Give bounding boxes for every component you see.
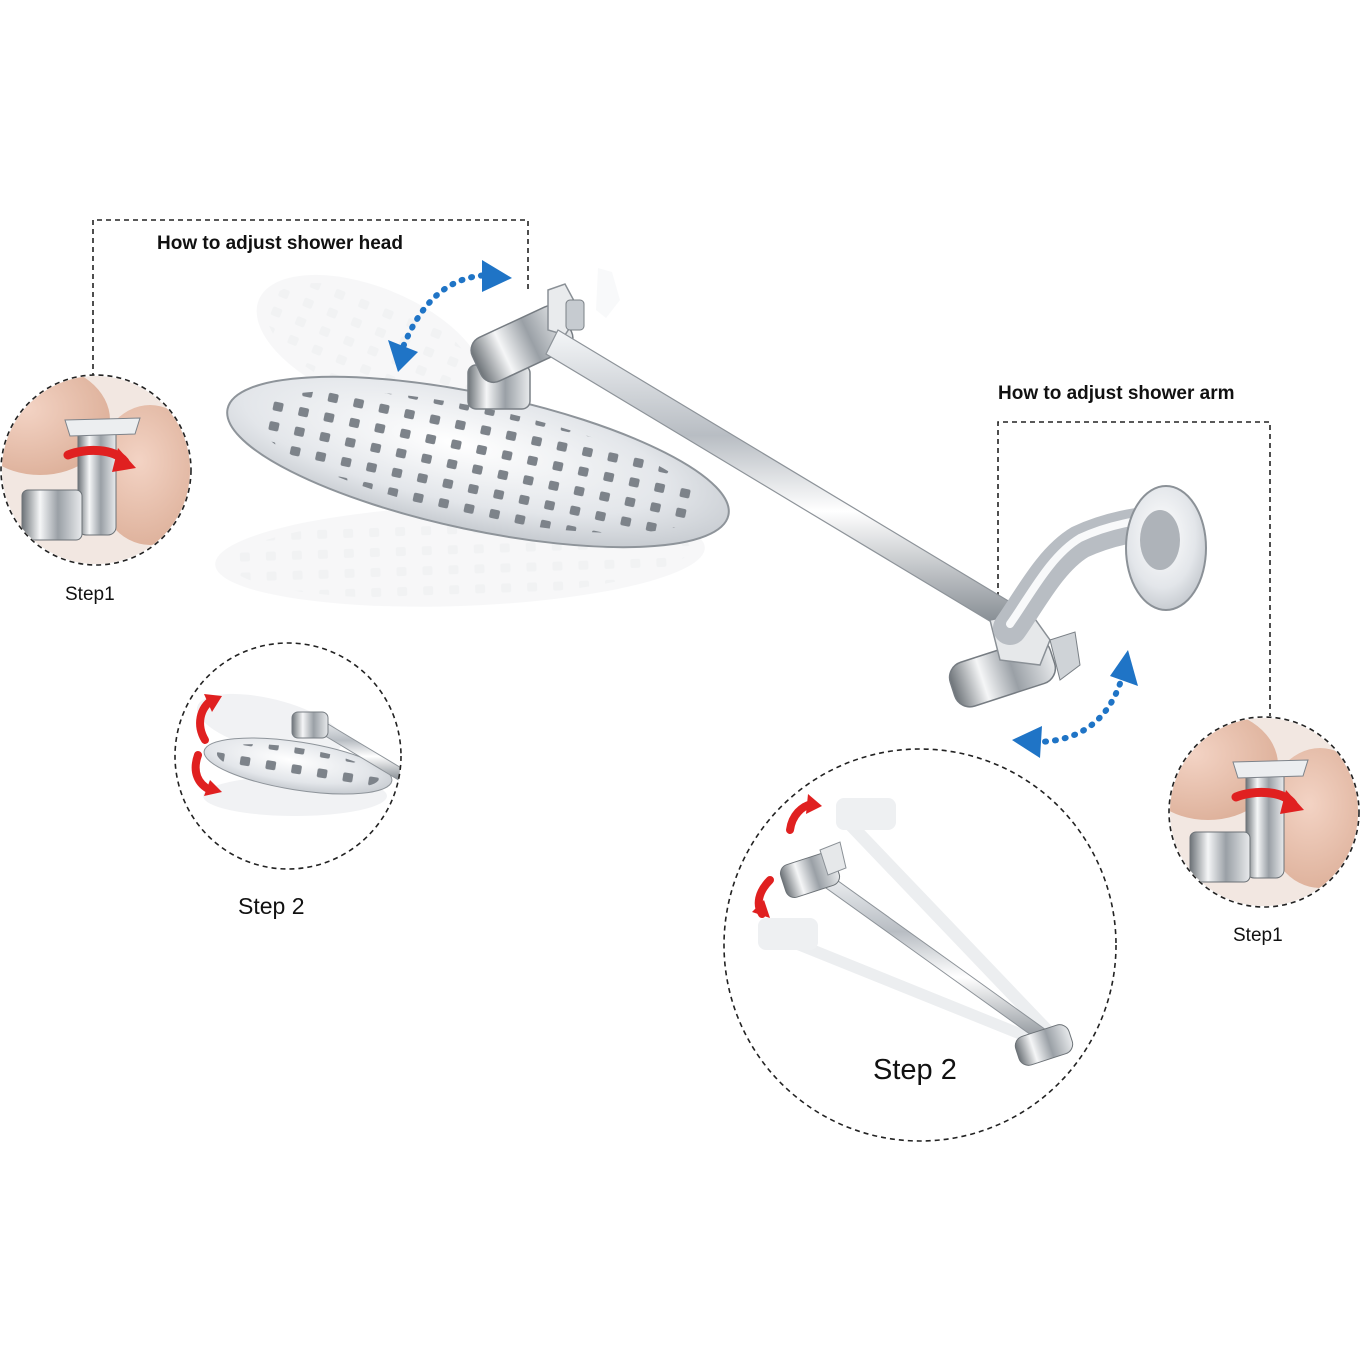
arm-step2-label: Step 2: [873, 1054, 957, 1086]
adjust-head-arrow-icon: [388, 260, 512, 372]
arm-step2-circle: [723, 748, 1117, 1142]
head-step2-label: Step 2: [238, 893, 305, 919]
shower-product: [215, 268, 1207, 708]
head-swivel-joint: [470, 268, 620, 384]
wall-flange: [1125, 485, 1207, 611]
adjust-arm-arrow-icon: [1012, 650, 1138, 758]
arm-adjust-title: How to adjust shower arm: [998, 383, 1235, 404]
head-adjust-title: How to adjust shower head: [157, 233, 403, 254]
arm-step1-circle: [1168, 716, 1360, 908]
head-step2-circle: [174, 642, 402, 870]
arm-step1-label: Step1: [1233, 925, 1283, 946]
head-step1-label: Step1: [65, 584, 115, 605]
arm-callout-frame: [997, 421, 1271, 716]
head-step1-circle: [0, 374, 192, 566]
